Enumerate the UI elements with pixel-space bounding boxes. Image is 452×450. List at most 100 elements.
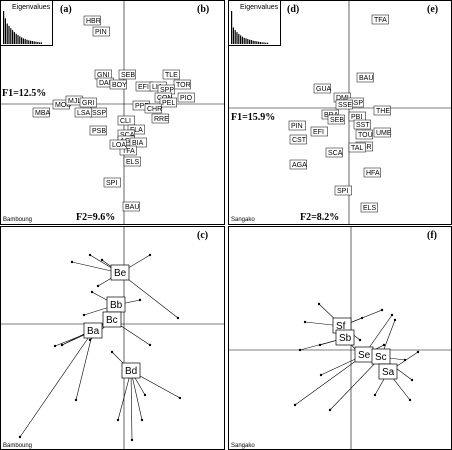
species-box [173,79,191,90]
species-label: CLI [120,118,131,125]
eigen-d-bar [259,42,261,44]
panel-ab-frame [0,0,225,225]
star-point [53,344,57,348]
species-box [288,120,306,131]
species-label: SPI [106,180,117,187]
species-box [92,26,110,37]
species-label: PPE [135,103,149,110]
star-point [382,343,386,347]
site-label-c: Bamboung [3,443,32,449]
species-box [313,83,331,94]
star-point [298,348,302,352]
species-box [103,177,121,188]
species-label: PIO [180,95,193,102]
panel-label-a: (a) [60,4,72,15]
eigen-title-a: Eigenvalues [12,4,51,11]
eigen-d-bar [232,27,234,44]
star-point [317,302,321,306]
species-box [334,185,352,196]
panel-label-d: (d) [287,4,299,15]
species-box [109,139,127,150]
species-box [79,97,97,108]
eigen-d-bar [261,42,263,44]
eigen-d-bar [265,42,267,44]
species-box [360,202,378,213]
species-label: LSA [77,110,91,117]
star-point [82,313,86,317]
eigen-d-bar [243,37,245,44]
eigen-a-bar [22,38,24,44]
species-box [118,69,136,80]
species-label: GUA [316,86,332,93]
group-label: Se [358,350,371,361]
group-label: Sb [339,333,352,344]
star-point [416,350,420,354]
species-box [162,69,180,80]
eigen-inset-a: Eigenvalues [0,0,53,46]
eigen-d-bar [247,39,249,44]
species-label: ELS [363,205,377,212]
eigen-a-bar [12,30,14,44]
species-label: CST [292,137,307,144]
species-label: AGA [120,138,135,145]
eigen-a-bar [30,40,32,44]
species-box [356,72,374,83]
star-ray [119,272,179,319]
species-label: MJL [68,98,81,105]
species-label: TLE [165,72,178,79]
species-label: PSB [92,128,106,135]
group-box [121,362,141,379]
species-label: LOA [112,142,126,149]
species-label: MOU [55,102,71,109]
star-point [176,316,180,320]
species-label: SPP [160,87,174,94]
eigen-d-bar [258,41,260,44]
species-box [109,79,127,90]
species-label: BOY [112,82,127,89]
species-box [373,127,391,138]
species-label: BIA [132,140,144,147]
panel-label-e: (e) [427,4,438,15]
species-label: GNI [97,72,110,79]
species-box [151,113,169,124]
panel-label-f: (f) [427,230,437,241]
group-label: Be [114,268,127,279]
species-label: PEL [162,100,175,107]
species-label: ELS [126,159,140,166]
eigen-d-bar [249,39,251,44]
star-point [328,408,332,412]
star-point [140,418,144,422]
species-box [119,145,137,156]
panel-label-c: (c) [197,230,208,241]
species-box [348,142,366,153]
star-point [88,253,92,257]
species-box [289,134,307,145]
eigen-a-bar [24,39,26,44]
species-box [129,137,147,148]
species-box [127,124,145,135]
star-point [148,253,152,257]
star-point [293,403,297,407]
eigen-a-bar [40,42,42,44]
species-label: SPI [337,188,348,195]
species-label: EFI [313,129,324,136]
species-label: EFI [138,84,149,91]
species-box [122,201,140,212]
species-label: TOR [176,82,191,89]
eigen-a-bar [33,41,35,44]
eigen-title-d: Eigenvalues [240,4,279,11]
star-point [373,393,377,397]
species-labels-b: HBRPINGNISEBDAMBOYTLEEFITORLIASPPCONPELP… [32,15,195,212]
species-label: SSP [92,110,106,117]
eigen-a-bar [6,23,8,44]
species-label: BAU [125,204,139,211]
species-label: SSE [338,102,352,109]
species-box [355,129,373,140]
species-label: TFA [122,148,135,155]
eigen-d-bar [234,30,236,44]
eigen-d-bar [240,35,242,44]
species-label: HBR [86,18,101,25]
eigen-d-bar [241,36,243,44]
